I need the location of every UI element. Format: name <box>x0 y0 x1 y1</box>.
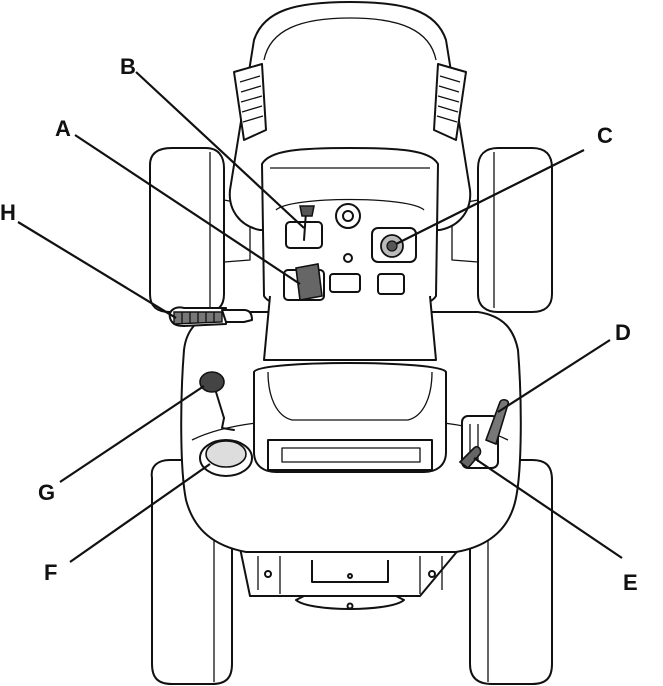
steering-column <box>264 296 436 360</box>
callout-d: D <box>615 320 631 345</box>
callout-b: B <box>120 54 136 79</box>
callout-h: H <box>0 200 16 225</box>
callout-e: E <box>623 570 638 595</box>
ignition-switch <box>372 228 416 262</box>
callout-f: F <box>44 560 57 585</box>
callout-g: G <box>38 480 55 505</box>
seat <box>254 363 446 472</box>
callout-c: C <box>597 123 613 148</box>
choke-control <box>284 264 324 300</box>
fuel-cap <box>200 440 252 476</box>
callout-a: A <box>55 116 71 141</box>
rear-hitch-area <box>240 548 460 609</box>
